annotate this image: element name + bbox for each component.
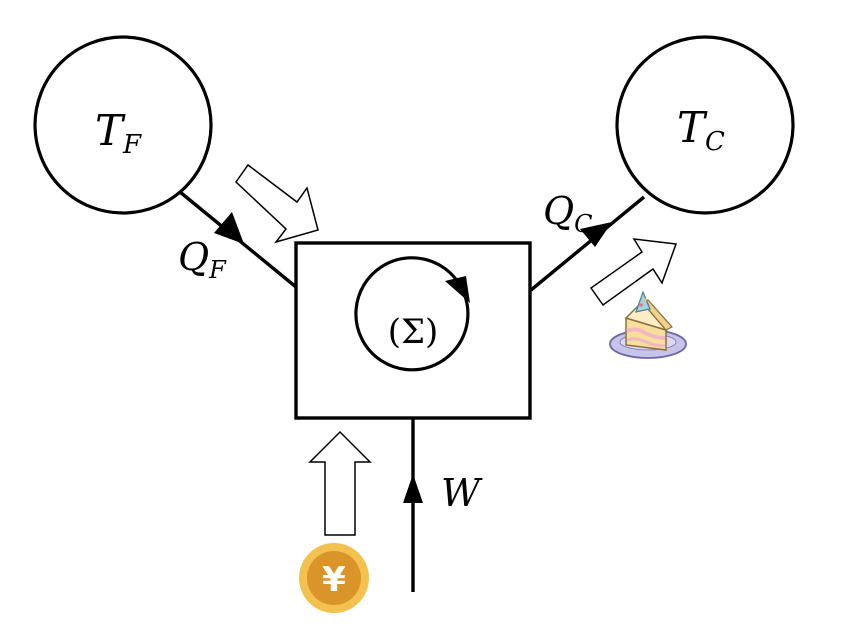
hollow-arrow-heat-out [589,238,678,307]
cold-reservoir-label: TC [677,103,725,157]
heat-out-line [529,195,646,292]
cycle-arrowhead [445,276,470,303]
heat-in-subscript: F [208,256,227,284]
yen-coin-icon: ¥ [299,543,369,613]
cold-reservoir-circle [615,35,795,215]
work-label: W [441,471,483,515]
heat-in-label: QF [178,235,227,284]
cake-cream-layer [626,327,666,340]
hot-reservoir-symbol: T [95,106,126,155]
heat-out-symbol: Q [543,189,574,233]
hollow-arrow-heat-in [235,163,319,244]
cake-slice-icon [609,290,687,359]
coin-inner [307,551,361,605]
system-label: (Σ) [388,312,439,352]
heat-in-arrowhead [214,212,244,244]
cake-hat-dot-2 [643,298,647,302]
hot-reservoir-label: TF [95,106,142,160]
cake-hat-dot [639,303,643,307]
hot-reservoir-subscript: F [122,130,142,160]
heat-out-subscript: C [574,210,592,238]
cold-reservoir-symbol: T [677,103,708,152]
heat-out-arrowhead [580,222,612,247]
cake-cream-layer-2 [626,337,666,348]
cold-reservoir-subscript: C [705,127,725,157]
heat-out-label: QC [543,189,593,238]
hollow-arrow-work [308,430,372,536]
heat-in-symbol: Q [178,235,209,279]
cycle-arc [354,256,470,372]
hot-reservoir-circle [33,35,213,215]
system-box [294,241,532,420]
coin-glyph: ¥ [322,560,346,600]
work-arrowhead [403,474,423,503]
